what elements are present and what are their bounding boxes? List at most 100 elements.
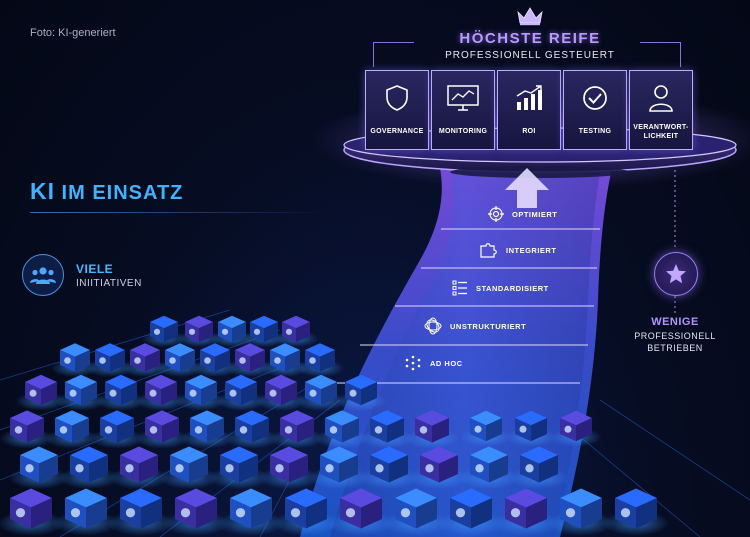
stage-label-text: OPTIMIERT bbox=[512, 209, 558, 219]
card-governance: GOVERNANCE bbox=[365, 70, 429, 150]
initiative-cube bbox=[15, 374, 67, 411]
initiative-cube bbox=[0, 488, 65, 536]
initiative-cube bbox=[158, 446, 220, 490]
initiative-cube bbox=[492, 488, 560, 536]
initiative-cube bbox=[208, 446, 270, 490]
scatter-dots-icon bbox=[404, 354, 422, 372]
initiative-cube bbox=[134, 410, 190, 449]
stage-integriert: INTEGRIERT bbox=[480, 242, 556, 258]
initiative-cube bbox=[58, 446, 120, 490]
people-group-icon bbox=[22, 254, 64, 296]
initiative-cube bbox=[458, 446, 520, 490]
up-arrow-icon bbox=[505, 168, 549, 208]
card-label: MONITORING bbox=[438, 128, 488, 135]
initiative-cube bbox=[89, 410, 145, 449]
initiative-cube bbox=[308, 446, 370, 490]
initiative-cube bbox=[156, 343, 204, 377]
initiative-cube bbox=[437, 488, 505, 536]
stage-label-text: AD HOC bbox=[430, 358, 463, 368]
puzzle-icon bbox=[480, 242, 498, 258]
card-label: VERANTWORT-LICHKEIT bbox=[633, 123, 688, 141]
initiative-cube bbox=[95, 374, 147, 411]
initiative-cube bbox=[226, 343, 274, 377]
monitor-chart-icon bbox=[446, 83, 480, 113]
stage-label-text: STANDARDISIERT bbox=[476, 283, 549, 293]
stage-unstrukturiert: UNSTRUKTURIERT bbox=[424, 317, 526, 335]
card-label: TESTING bbox=[578, 128, 612, 135]
initiative-cube bbox=[314, 410, 370, 449]
initiative-cube bbox=[8, 446, 70, 490]
initiative-cube bbox=[358, 446, 420, 490]
initiative-cube bbox=[176, 315, 222, 348]
initiative-cube bbox=[107, 488, 175, 536]
wenige-block: WENIGE PROFESSIONELL BETRIEBEN bbox=[620, 316, 730, 354]
top-subtitle: PROFESSIONELL GESTEUERT bbox=[445, 50, 615, 61]
stage-ad-hoc: AD HOC bbox=[404, 354, 463, 372]
viele-title: VIELE bbox=[76, 261, 114, 276]
initiative-cubes bbox=[0, 315, 670, 536]
stage-label-text: UNSTRUKTURIERT bbox=[450, 321, 527, 331]
initiative-cube bbox=[404, 410, 460, 449]
stage-label-text: INTEGRIERT bbox=[506, 245, 557, 255]
card-label: GOVERNANCE bbox=[370, 128, 424, 135]
title-text: KI IM EINSATZ bbox=[30, 178, 183, 205]
bracket-left bbox=[373, 42, 414, 67]
initiative-cube bbox=[162, 488, 230, 536]
initiative-cube bbox=[273, 315, 319, 348]
top-title: HÖCHSTE REIFE bbox=[459, 30, 601, 47]
initiative-cube bbox=[547, 488, 615, 536]
stage-standardisiert: STANDARDISIERT bbox=[452, 280, 549, 296]
wenige-title: WENIGE bbox=[651, 316, 699, 328]
photo-credit: Foto: KI-generiert bbox=[30, 27, 116, 39]
initiative-cube bbox=[327, 488, 395, 536]
target-icon bbox=[488, 206, 504, 222]
title-rest: IM EINSATZ bbox=[55, 182, 184, 204]
initiative-cube bbox=[508, 446, 570, 490]
bracket-right bbox=[640, 42, 681, 67]
wenige-line2: BETRIEBEN bbox=[647, 343, 703, 353]
initiative-cube bbox=[460, 410, 512, 447]
initiative-cube bbox=[108, 446, 170, 490]
initiative-cube bbox=[505, 410, 557, 447]
initiative-cube bbox=[135, 374, 187, 411]
checklist-icon bbox=[452, 280, 468, 296]
person-icon bbox=[648, 83, 674, 113]
stage-optimiert: OPTIMIERT bbox=[488, 206, 557, 222]
section-title: KI IM EINSATZ bbox=[30, 178, 330, 213]
card-roi: ROI bbox=[497, 70, 561, 150]
initiative-cube bbox=[602, 488, 670, 536]
crown-icon bbox=[517, 7, 543, 26]
star-icon bbox=[654, 252, 698, 296]
initiative-cube bbox=[550, 410, 602, 447]
initiative-cube bbox=[141, 315, 187, 348]
initiative-cube bbox=[408, 446, 470, 490]
card-testing: TESTING bbox=[563, 70, 627, 150]
initiative-cube bbox=[0, 410, 55, 449]
initiative-cube bbox=[261, 343, 309, 377]
initiative-cube bbox=[121, 343, 169, 377]
viele-block: VIELE INIITIATIVEN bbox=[22, 254, 142, 296]
initiative-cube bbox=[191, 343, 239, 377]
viele-subtitle: INIITIATIVEN bbox=[76, 277, 142, 289]
tangle-icon bbox=[424, 317, 442, 335]
shield-icon bbox=[385, 83, 409, 113]
title-ki: KI bbox=[30, 178, 55, 204]
initiative-cube bbox=[215, 374, 267, 411]
top-heading: HÖCHSTE REIFE PROFESSIONELL GESTEUERT bbox=[430, 30, 630, 61]
initiative-cube bbox=[296, 343, 344, 377]
initiative-cube bbox=[258, 446, 320, 490]
initiative-cube bbox=[241, 315, 287, 348]
initiative-cube bbox=[255, 374, 307, 411]
title-underline bbox=[30, 212, 330, 213]
wenige-subtitle: PROFESSIONELL BETRIEBEN bbox=[620, 330, 730, 354]
initiative-cube bbox=[55, 374, 107, 411]
wenige-line1: PROFESSIONELL bbox=[634, 331, 716, 341]
initiative-cube bbox=[359, 410, 415, 449]
bar-chart-icon bbox=[514, 83, 544, 113]
initiative-cube bbox=[295, 374, 347, 411]
card-label-line2: LICHKEIT bbox=[643, 133, 679, 140]
initiative-cube bbox=[86, 343, 134, 377]
initiative-cube bbox=[179, 410, 235, 449]
initiative-cube bbox=[44, 410, 100, 449]
